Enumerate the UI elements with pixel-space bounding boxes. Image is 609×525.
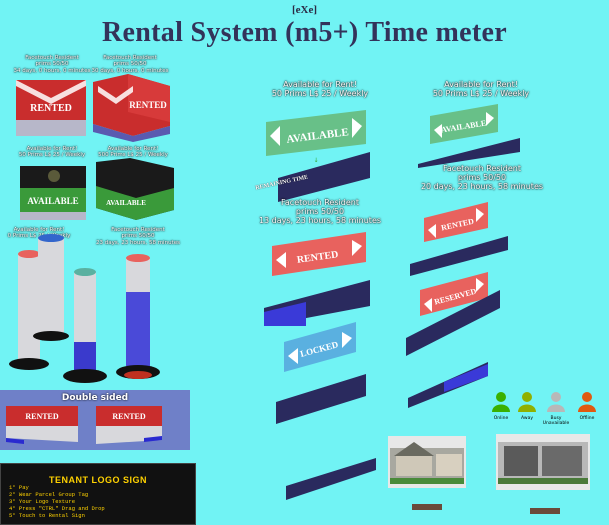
right-bottom-meter	[408, 362, 488, 408]
center-bottom-meter	[286, 458, 376, 500]
brand-tag: [eXe]	[291, 4, 318, 16]
double-sided-title: Double sided	[61, 393, 129, 403]
cube2-rented-label: RENTED	[129, 100, 167, 110]
svg-text:↓: ↓	[313, 157, 318, 164]
person-body-icon	[492, 404, 510, 412]
status-icons: Online Away Busy Unavailable Offline	[490, 390, 609, 426]
cube-available-label: AVAILABLE	[27, 196, 78, 206]
right-available-sign[interactable]: AVAILABLE	[414, 100, 524, 168]
cube-rented-label: RENTED	[30, 103, 72, 114]
cube-caption-3: Available for Rent!50 Prims L$ 25 / Week…	[18, 146, 86, 159]
right-reserved-sign[interactable]: RESERVED	[404, 268, 514, 360]
status-offline: Offline	[574, 390, 600, 421]
status-online: Online	[490, 390, 512, 421]
person-icon	[496, 392, 506, 402]
tube-caption-1: Available for Rent!0 Prims L$ 25 / Weekl…	[7, 227, 71, 240]
time-meter-tubes[interactable]	[0, 232, 170, 392]
center-available-sign[interactable]: AVAILABLE ↓	[262, 108, 372, 202]
status-away: Away	[516, 390, 538, 421]
page-title: Rental System (m5+) Time meter	[102, 17, 507, 48]
tenant-title: TENANT LOGO SIGN	[49, 475, 147, 485]
right-rented-sign[interactable]: RENTED	[404, 198, 514, 276]
available-cubes[interactable]: AVAILABLE AVAILABLE	[14, 158, 184, 224]
right-available-caption: Available for Rent!50 Prims L$ 25 / Week…	[432, 80, 530, 99]
center-available-caption: Available for Rent!50 Prims L$ 25 / Week…	[271, 80, 369, 99]
house-photo-panel-1[interactable]	[384, 434, 468, 514]
center-rented-sign[interactable]: RENTED	[262, 226, 372, 326]
center-locked-sign[interactable]: LOCKED	[270, 318, 370, 428]
rented-cubes[interactable]: RENTED RENTED	[8, 72, 178, 144]
double-sided-signs[interactable]: RENTED RENTED	[4, 402, 190, 448]
tenant-logo-sign: TENANT LOGO SIGN 1° Pay 2° Wear Parcel G…	[0, 463, 196, 525]
status-busy: Busy Unavailable	[542, 390, 570, 426]
cube2-available-label: AVAILABLE	[106, 199, 146, 207]
svg-text:RENTED: RENTED	[112, 412, 146, 421]
cube-caption-4: Available for Rent!500 Prims L$ 25 / Wee…	[98, 146, 168, 159]
svg-text:RENTED: RENTED	[25, 412, 59, 421]
house-photo-panel-2[interactable]	[494, 432, 594, 516]
